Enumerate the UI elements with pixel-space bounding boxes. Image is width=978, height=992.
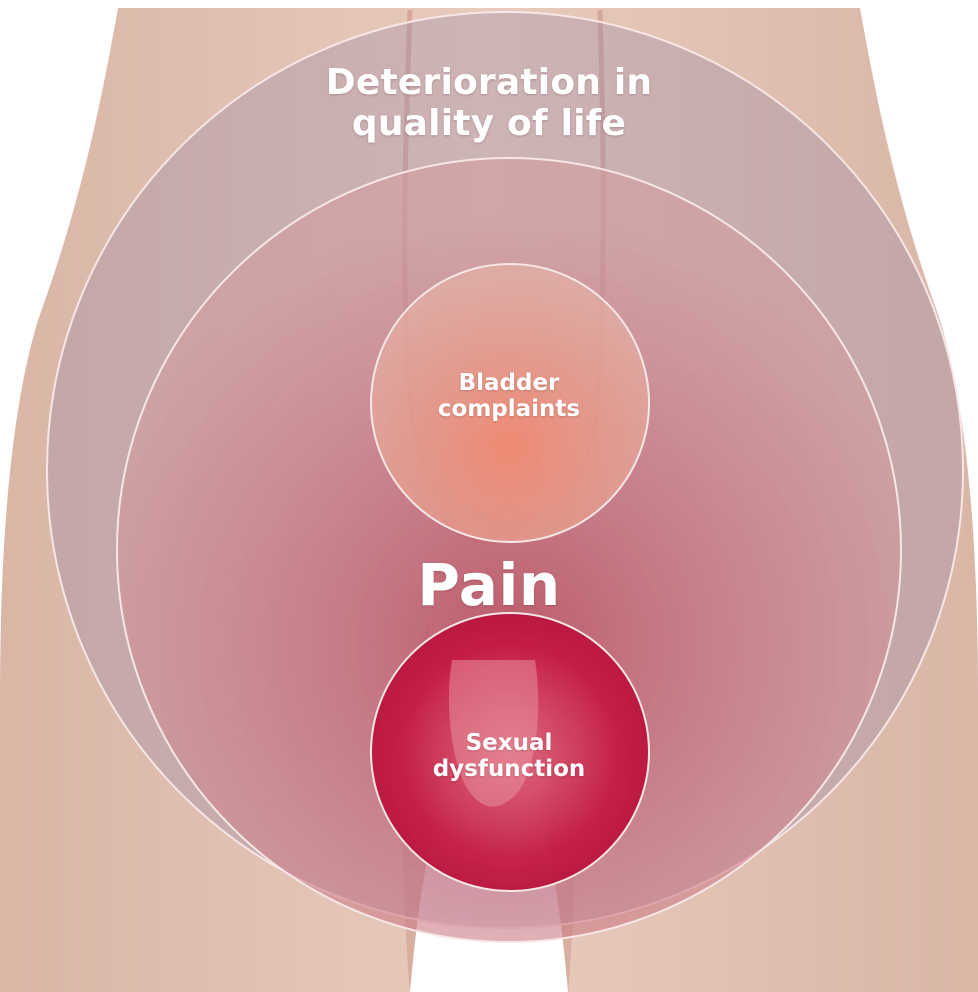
quality-of-life-label: Deterioration in quality of life [289, 62, 689, 145]
bladder-line1: Bladder [399, 370, 619, 396]
pain-label: Pain [389, 552, 589, 619]
quality-of-life-line1: Deterioration in [289, 62, 689, 103]
bladder-line2: complaints [399, 396, 619, 422]
bladder-complaints-label: Bladder complaints [399, 370, 619, 423]
quality-of-life-line2: quality of life [289, 103, 689, 144]
sexual-line1: Sexual [399, 730, 619, 756]
sexual-dysfunction-label: Sexual dysfunction [399, 730, 619, 783]
sexual-line2: dysfunction [399, 756, 619, 782]
